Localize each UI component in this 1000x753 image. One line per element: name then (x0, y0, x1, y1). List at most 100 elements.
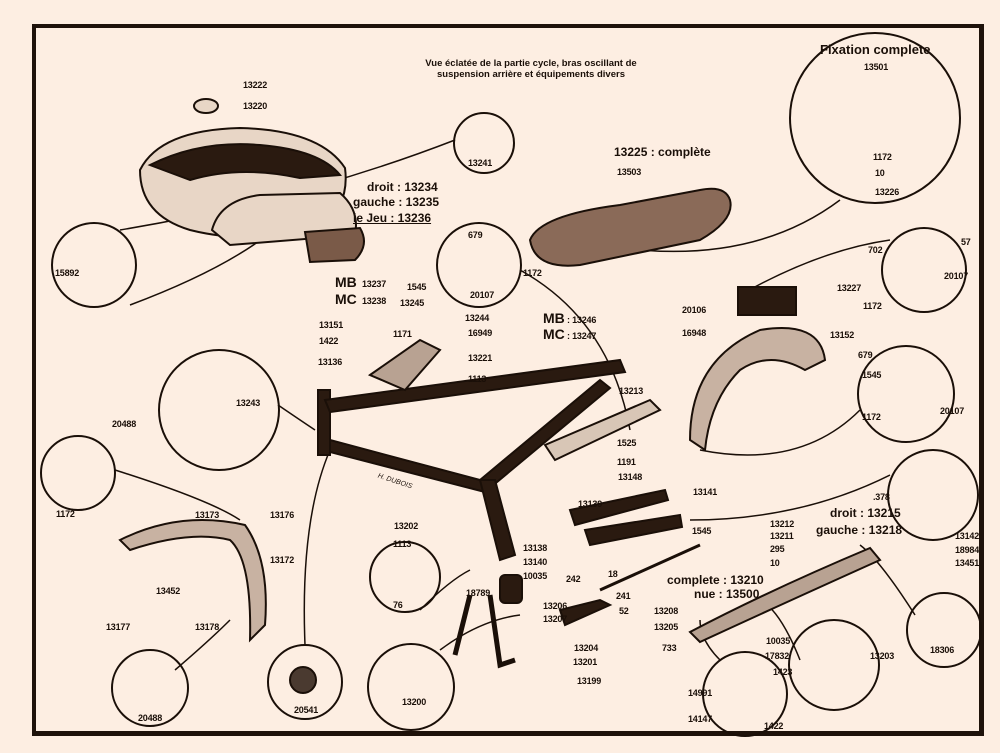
fixation-number: 13501 (864, 62, 889, 72)
part-label: 13136 (318, 357, 343, 367)
part-label: 13203 (870, 651, 895, 661)
detail-circle-silencer-end (887, 449, 979, 541)
rear-fender (688, 327, 827, 452)
seat-bracket-13227 (737, 286, 797, 316)
detail-circle-18306 (906, 592, 982, 668)
part-label: 1545 (407, 282, 427, 292)
part-label: 1191 (617, 457, 636, 467)
diagram-frame (32, 24, 984, 736)
detail-circle-13203 (788, 619, 880, 711)
label-silencer-droit: droit : 13215 (830, 506, 901, 520)
part-label: 15892 (55, 268, 80, 278)
part-label: 1172 (523, 268, 542, 278)
part-label: 13201 (573, 657, 598, 667)
rubber-18789 (499, 574, 523, 604)
part-label: 20107 (470, 290, 495, 300)
part-label: 10 (770, 558, 780, 568)
label-droit: droit : 13234 (367, 180, 438, 194)
part-label: 13200 (402, 697, 427, 707)
part-label: 13139 (578, 499, 603, 509)
part-label: 20541 (294, 705, 319, 715)
part-label: 13202 (394, 521, 419, 531)
detail-circle-1113 (369, 541, 441, 613)
part-label: 52 (619, 606, 629, 616)
diagram-title: Vue éclatée de la partie cycle, bras osc… (425, 58, 637, 80)
part-label: 241 (616, 591, 631, 601)
part-label: 13222 (243, 80, 268, 90)
part-label: 679 (468, 230, 483, 240)
part-label: 13176 (270, 510, 295, 520)
part-label: 18984 (955, 545, 980, 555)
part-label: 13204 (574, 643, 599, 653)
part-label: 57 (961, 237, 971, 247)
label-le-jeu: le Jeu : 13236 (353, 211, 432, 225)
kickstand (558, 598, 613, 627)
part-label: 1172 (56, 509, 75, 519)
detail-circle-fixation (789, 32, 961, 204)
knee-pad (303, 226, 365, 264)
detail-circle-14991 (702, 651, 788, 737)
swing-arm (568, 488, 670, 527)
part-label: 18 (608, 569, 618, 579)
part-label: 14147 (688, 714, 713, 724)
part-label: 17832 (765, 651, 790, 661)
label-rod-nue: nue : 13500 (694, 587, 760, 601)
part-label: 13138 (523, 543, 548, 553)
part-label: 20107 (940, 406, 965, 416)
detail-circle-seat-latch (881, 227, 967, 313)
part-label: 1113 (393, 539, 412, 549)
part-label: 1422 (319, 336, 339, 346)
part-label: 13226 (875, 187, 900, 197)
label-13247: : 13247 (567, 331, 597, 341)
label-frame-mb: MB (543, 310, 565, 326)
part-label: 1545 (862, 370, 882, 380)
detail-circle-13243 (158, 349, 280, 471)
part-label: 1422 (764, 721, 784, 731)
part-label: 10035 (766, 636, 791, 646)
part-label: 295 (770, 544, 785, 554)
label-13237: 13237 (362, 279, 387, 289)
detail-circle-15892 (51, 222, 137, 308)
brake-rod (599, 543, 701, 592)
detail-circle-fender-bolt (857, 345, 955, 443)
part-label: 13211 (770, 531, 794, 541)
part-label: 13241 (468, 158, 493, 168)
detail-circle-13241 (453, 112, 515, 174)
part-label: 13140 (523, 557, 548, 567)
label-13238: 13238 (362, 296, 387, 306)
part-label: 13213 (619, 386, 644, 396)
part-label: 13452 (156, 586, 181, 596)
part-label: 13451 (955, 558, 980, 568)
part-label: 18306 (930, 645, 955, 655)
part-label: 702 (868, 245, 883, 255)
part-label: 679 (858, 350, 873, 360)
part-label: 20488 (138, 713, 163, 723)
part-label: 13244 (465, 313, 490, 323)
part-label: 1172 (862, 412, 881, 422)
part-label: 13151 (319, 320, 344, 330)
part-label: 13173 (195, 510, 220, 520)
part-label: 242 (566, 574, 581, 584)
part-label: 1423 (773, 667, 793, 677)
part-label: 13172 (270, 555, 295, 565)
front-fender (118, 519, 267, 643)
label-gauche: gauche : 13235 (353, 195, 440, 209)
part-label: 1545 (692, 526, 712, 536)
part-label: 20107 (944, 271, 969, 281)
part-label: 13220 (243, 101, 268, 111)
tank-cap (193, 98, 219, 114)
part-label: .378 (873, 492, 890, 502)
part-label: 1113 (468, 374, 487, 384)
part-label: 733 (662, 643, 677, 653)
part-label: 20488 (112, 419, 137, 429)
label-13503: 13503 (617, 167, 642, 177)
part-label: 13206 (543, 601, 568, 611)
part-label: 13205 (654, 622, 679, 632)
detail-circle-20488b (111, 649, 189, 727)
part-label: 13177 (106, 622, 131, 632)
part-label: 10035 (523, 571, 548, 581)
saddle (528, 187, 732, 267)
part-label: 1171 (393, 329, 412, 339)
part-label: 13178 (195, 622, 220, 632)
